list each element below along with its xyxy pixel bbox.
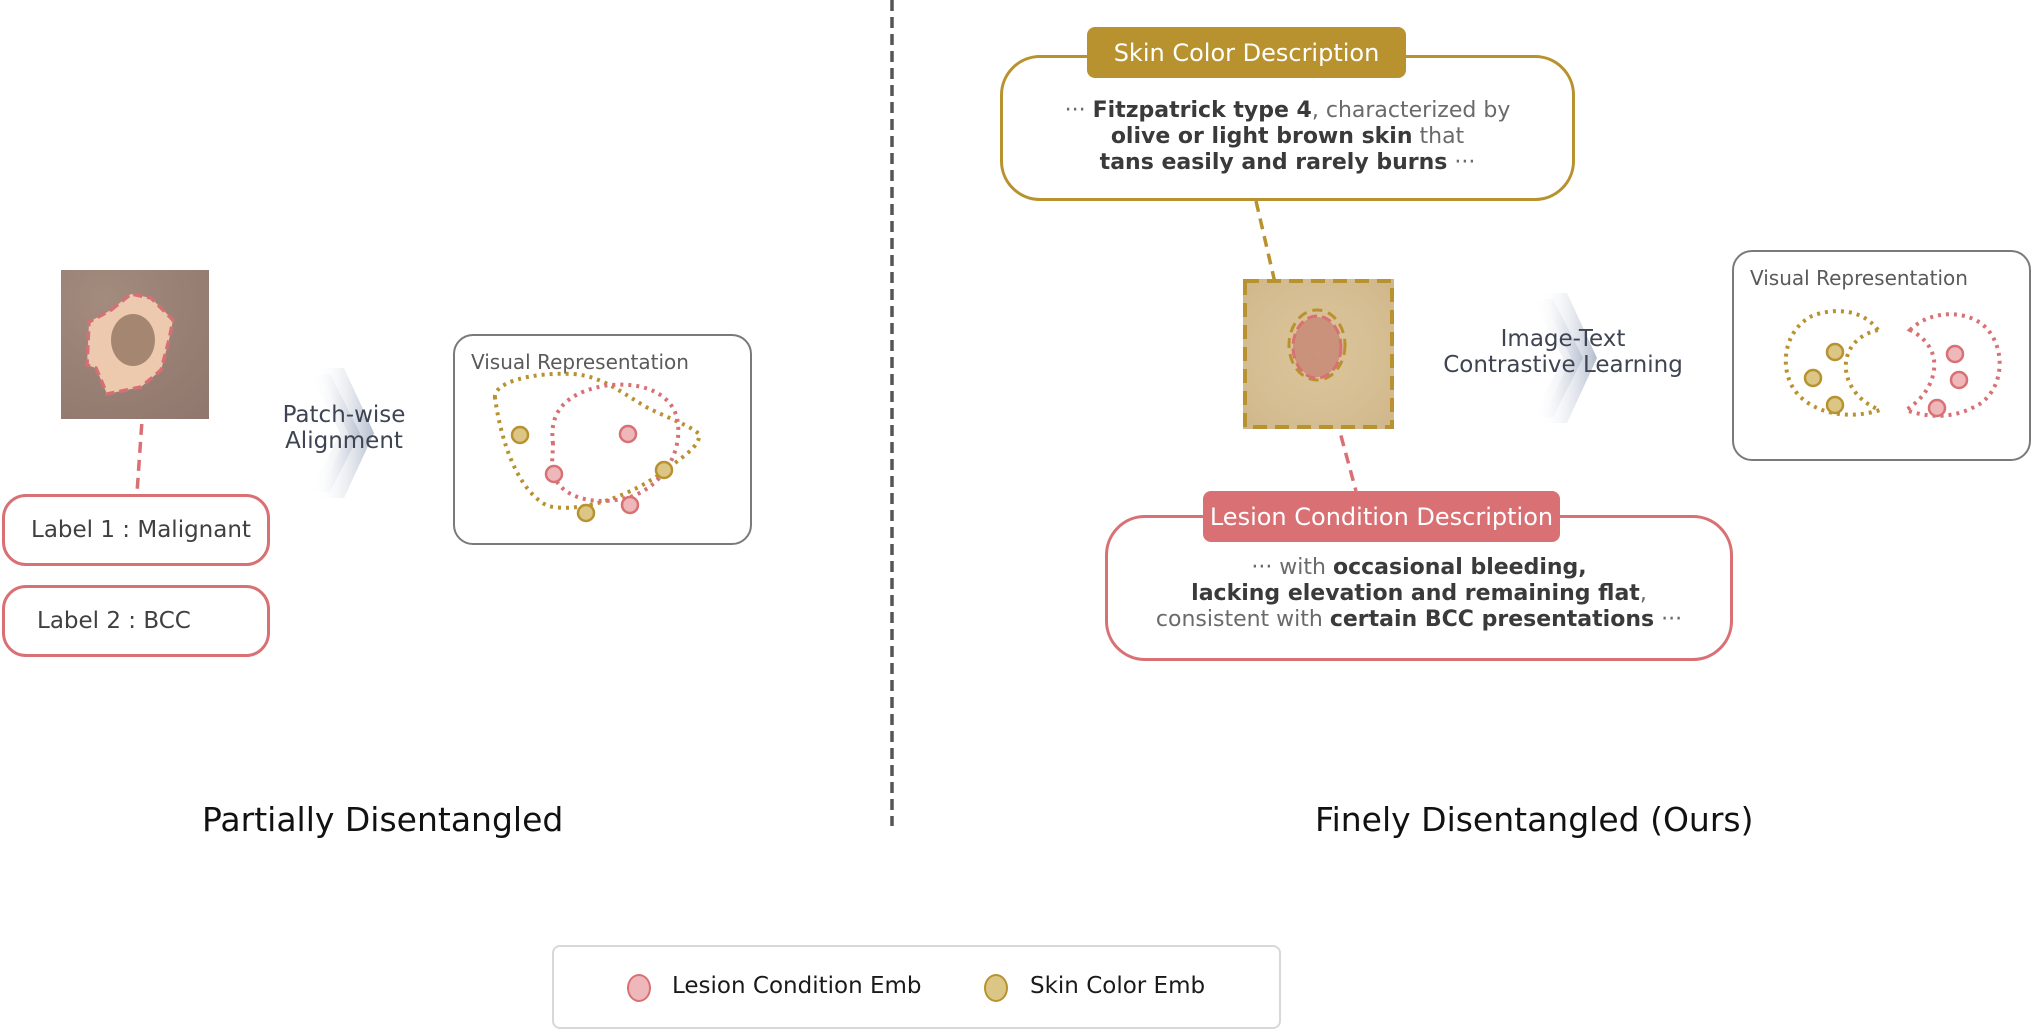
skin-embedding-point — [1825, 342, 1845, 362]
flow-label-line: Image-Text — [1500, 326, 1626, 352]
chevron-arrow-icon — [310, 368, 374, 498]
visual-representation-box-right: Visual Representation — [1732, 250, 2031, 461]
lesion-embedding-point — [1949, 370, 1969, 390]
label-text: Label 2 : BCC — [37, 608, 191, 634]
lesion-spot — [111, 314, 155, 366]
lesion-embedding-point — [544, 464, 564, 484]
lesion-outline — [1291, 314, 1343, 380]
label-box-bcc: Label 2 : BCC — [2, 585, 270, 657]
skin-embedding-point — [510, 425, 530, 445]
flow-label-line: Alignment — [285, 428, 403, 454]
skin-color-description-box: ··· Fitzpatrick type 4, characterized by… — [1000, 55, 1575, 201]
skin-embedding-point — [1803, 368, 1823, 388]
chevron-arrow-icon — [1533, 293, 1597, 423]
lesion-embedding-point — [1927, 398, 1947, 418]
lesion-image-left — [61, 270, 209, 419]
flow-label-line: Patch-wise — [282, 402, 406, 428]
lesion-embedding-point — [1945, 344, 1965, 364]
flow-label-line: Contrastive Learning — [1443, 352, 1683, 378]
skin-region-outline — [1243, 279, 1394, 429]
section-title-partially-disentangled: Partially Disentangled — [202, 800, 564, 839]
flow-label-contrastive: Image-Text Contrastive Learning — [1418, 326, 1708, 378]
lesion-condition-description-text: ··· with occasional bleeding, lacking el… — [1155, 555, 1683, 632]
skin-color-description-header: Skin Color Description — [1087, 27, 1406, 78]
skin-lesion-outline — [1287, 308, 1347, 382]
legend-label-lesion: Lesion Condition Emb — [672, 973, 922, 999]
label-text: Label 1 : Malignant — [31, 517, 251, 543]
skin-embedding-legend-icon — [984, 974, 1008, 1002]
lesion-image-right — [1243, 279, 1394, 429]
section-title-finely-disentangled: Finely Disentangled (Ours) — [1315, 800, 1754, 839]
skin-embedding-point — [576, 503, 596, 523]
flow-label-patch-wise: Patch-wise Alignment — [268, 402, 420, 454]
label-box-malignant: Label 1 : Malignant — [2, 494, 270, 566]
skin-embedding-point — [1825, 395, 1845, 415]
skin-embedding-point — [654, 460, 674, 480]
visual-representation-title: Visual Representation — [1750, 266, 1968, 290]
lesion-embedding-legend-icon — [627, 974, 651, 1002]
lesion-embedding-point — [620, 495, 640, 515]
visual-representation-box-left: Visual Representation — [453, 334, 752, 545]
visual-representation-title: Visual Representation — [471, 350, 689, 374]
skin-embedding-cluster — [493, 371, 702, 510]
lesion-embedding-cluster — [550, 382, 681, 503]
image-to-label-connector — [135, 405, 145, 494]
lesion-spot — [1293, 317, 1341, 377]
legend-label-skin: Skin Color Emb — [1030, 973, 1206, 999]
legend: Lesion Condition Emb Skin Color Emb — [552, 945, 1281, 1029]
skin-embedding-cluster — [1783, 309, 1887, 417]
lesion-embedding-cluster — [1901, 312, 2002, 418]
skin-color-description-text: ··· Fitzpatrick type 4, characterized by… — [1064, 98, 1511, 175]
lesion-condition-description-header: Lesion Condition Description — [1203, 491, 1560, 542]
lesion-embedding-point — [618, 424, 638, 444]
